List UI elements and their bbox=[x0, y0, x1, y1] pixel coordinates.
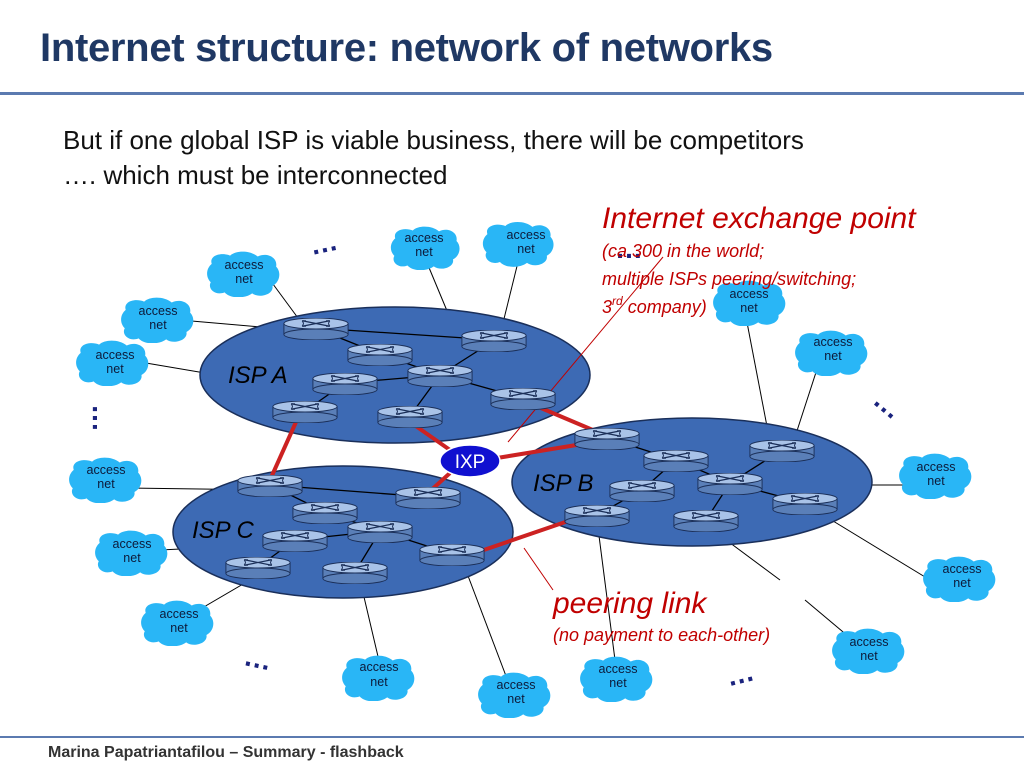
router-isp-c bbox=[237, 475, 303, 497]
svg-text:net: net bbox=[106, 362, 124, 376]
access-net: access net bbox=[580, 656, 653, 702]
svg-text:net: net bbox=[860, 649, 878, 663]
router-isp-b bbox=[772, 493, 838, 515]
router-isp-c bbox=[225, 557, 291, 579]
router-isp-b bbox=[643, 450, 709, 472]
peering-annotation-title: peering link bbox=[552, 587, 708, 620]
svg-text:access: access bbox=[87, 463, 126, 477]
ixp-annotation-line-1: (ca 300 in the world; bbox=[602, 241, 764, 261]
router-isp-c bbox=[322, 562, 388, 584]
peering-annotation-pointer bbox=[523, 547, 554, 591]
access-net: access net bbox=[95, 530, 168, 576]
access-net: access net bbox=[342, 655, 415, 701]
router-isp-b bbox=[673, 510, 739, 532]
access-net: access net bbox=[482, 222, 554, 267]
router-isp-b bbox=[609, 480, 675, 502]
isp-c-label: ISP C bbox=[192, 517, 254, 544]
svg-text:net: net bbox=[609, 676, 627, 690]
access-net: access net bbox=[141, 600, 214, 646]
svg-text:net: net bbox=[507, 692, 525, 706]
access-net: access net bbox=[207, 251, 280, 297]
svg-text:net: net bbox=[123, 551, 141, 565]
router-isp-a bbox=[312, 373, 378, 395]
svg-text:net: net bbox=[97, 477, 115, 491]
ixp-label: IXP bbox=[455, 452, 486, 473]
svg-text:net: net bbox=[370, 675, 388, 689]
isp-a-label: ISP A bbox=[228, 362, 288, 389]
svg-text:net: net bbox=[927, 474, 945, 488]
router-isp-a bbox=[377, 406, 443, 428]
ixp-node bbox=[439, 444, 501, 478]
footer-divider bbox=[0, 736, 1024, 738]
svg-text:access: access bbox=[730, 287, 769, 301]
ixp-annotation-pointer bbox=[507, 256, 664, 443]
svg-text:net: net bbox=[953, 576, 971, 590]
router-isp-a bbox=[347, 344, 413, 366]
access-net: access net bbox=[478, 672, 551, 718]
svg-text:net: net bbox=[740, 301, 758, 315]
ellipsis-dots: … bbox=[615, 233, 643, 264]
svg-text:access: access bbox=[225, 258, 264, 272]
ixp-annotation-title: Internet exchange point bbox=[602, 202, 917, 235]
body-text-line-2: …. which must be interconnected bbox=[63, 160, 448, 190]
svg-text:net: net bbox=[235, 272, 253, 286]
access-net: access net bbox=[899, 453, 972, 499]
ixp-annotation-line-2: multiple ISPs peering/switching; bbox=[602, 269, 856, 289]
router-isp-b bbox=[749, 440, 815, 462]
access-net: access net bbox=[923, 556, 996, 602]
slide-title: Internet structure: network of networks bbox=[40, 26, 773, 70]
router-isp-b bbox=[574, 428, 640, 450]
ixp-annotation-line-3: 3rd company) bbox=[602, 294, 707, 317]
router-isp-a bbox=[272, 401, 338, 423]
router-isp-c bbox=[292, 502, 358, 524]
access-net: access net bbox=[832, 628, 905, 674]
access-net: access net bbox=[76, 340, 149, 386]
network-diagram: ISP A ISP B ISP C IXP access net access … bbox=[69, 202, 996, 718]
router-isp-a bbox=[461, 330, 527, 352]
router-isp-c bbox=[347, 521, 413, 543]
ellipsis-dots: … bbox=[868, 384, 909, 426]
svg-text:access: access bbox=[943, 562, 982, 576]
ellipsis-dots: … bbox=[723, 655, 758, 692]
access-net: access net bbox=[69, 457, 142, 503]
svg-text:access: access bbox=[139, 304, 178, 318]
router-isp-b bbox=[564, 505, 630, 527]
svg-text:access: access bbox=[599, 662, 638, 676]
title-divider bbox=[0, 92, 1024, 95]
svg-text:access: access bbox=[850, 635, 889, 649]
isp-b-label: ISP B bbox=[533, 470, 593, 497]
svg-text:net: net bbox=[170, 621, 188, 635]
ellipsis-dots: … bbox=[241, 640, 275, 676]
router-isp-b bbox=[697, 473, 763, 495]
access-net: access net bbox=[121, 297, 194, 343]
access-net: access net bbox=[713, 280, 786, 326]
svg-text:net: net bbox=[415, 245, 433, 259]
router-isp-a bbox=[407, 365, 473, 387]
svg-text:access: access bbox=[814, 335, 853, 349]
body-text-line-1: But if one global ISP is viable business… bbox=[63, 125, 804, 155]
router-isp-c bbox=[395, 487, 461, 509]
svg-text:access: access bbox=[96, 348, 135, 362]
svg-text:access: access bbox=[113, 537, 152, 551]
router-isp-c bbox=[262, 530, 328, 552]
peering-annotation-note: (no payment to each-other) bbox=[553, 625, 770, 645]
router-isp-c bbox=[419, 544, 485, 566]
svg-text:net: net bbox=[824, 349, 842, 363]
router-isp-a bbox=[283, 318, 349, 340]
svg-text:access: access bbox=[917, 460, 956, 474]
ellipsis-dots: … bbox=[307, 225, 341, 261]
svg-text:access: access bbox=[507, 228, 546, 242]
svg-text:access: access bbox=[405, 231, 444, 245]
access-net: access net bbox=[390, 226, 460, 270]
svg-text:access: access bbox=[160, 607, 199, 621]
access-net: access net bbox=[795, 330, 868, 376]
ellipsis-dots: … bbox=[72, 404, 103, 432]
svg-text:access: access bbox=[497, 678, 536, 692]
router-isp-a bbox=[490, 388, 556, 410]
svg-text:access: access bbox=[360, 660, 399, 674]
svg-text:net: net bbox=[149, 318, 167, 332]
footer-text: Marina Papatriantafilou – Summary - flas… bbox=[48, 744, 404, 761]
svg-text:net: net bbox=[517, 242, 535, 256]
